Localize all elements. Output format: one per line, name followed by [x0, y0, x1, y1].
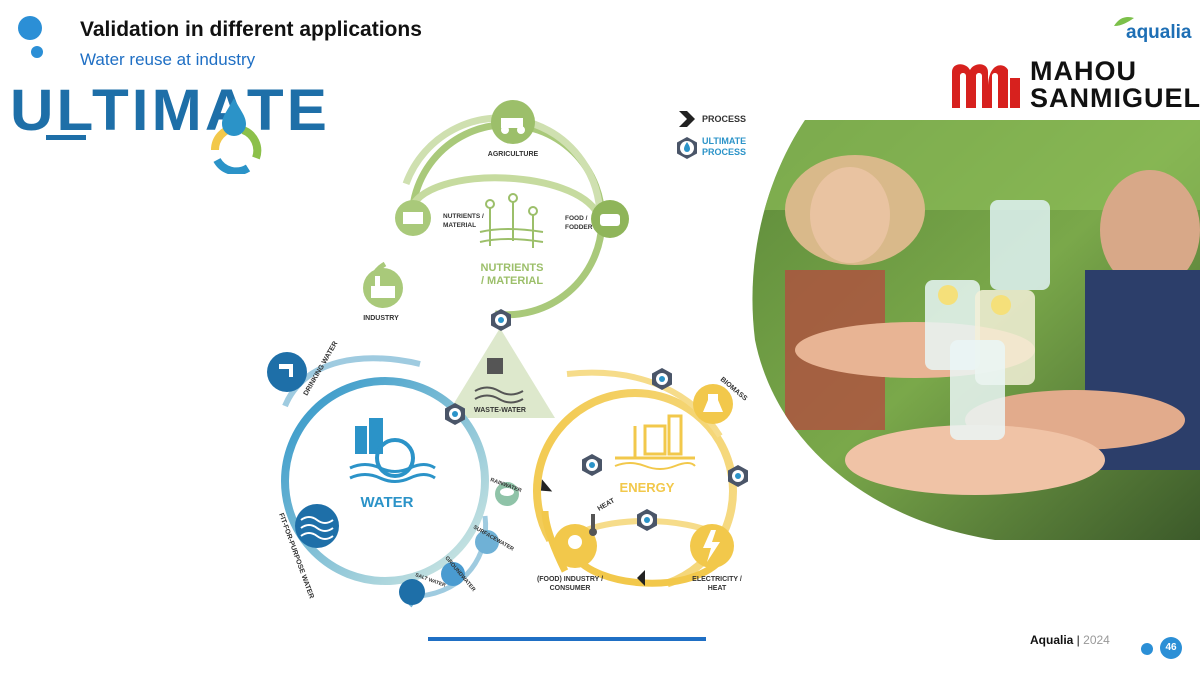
thermometer-icon [591, 514, 595, 530]
waste-water-node: WASTE-WATER [445, 328, 555, 418]
ultimate-process-icon [728, 465, 748, 487]
label-waste-water: WASTE-WATER [474, 407, 526, 414]
footer-separator: | [1073, 633, 1084, 647]
page-indicator: 46 [1140, 634, 1190, 664]
ultimate-logo-text: ULTIMATE [10, 84, 330, 143]
mahou-logo-line2: SANMIGUEL [1030, 83, 1200, 113]
legend: PROCESS ULTIMATE PROCESS [675, 108, 795, 168]
label-food-fodder-2: FODDER [565, 224, 593, 231]
ultimate-logo: ULTIMATE [10, 84, 330, 174]
mahou-sanmiguel-logo: MAHOU SANMIGUEL [948, 56, 1200, 114]
ultimate-process-icon [637, 509, 657, 531]
label-food-fodder-1: FOOD / [565, 215, 588, 222]
label-electricity-heat-2: HEAT [708, 585, 727, 592]
leaf-icon [1114, 16, 1134, 26]
ultimate-process-markers [445, 309, 748, 531]
energy-cycle: BIOMASS ENERGY ELECTRICITY / HEAT (FOOD)… [533, 369, 748, 593]
label-nutrients-small-1: NUTRIENTS / [443, 213, 484, 220]
label-nutrients-center-1: NUTRIENTS [481, 262, 544, 274]
footer-year: 2024 [1083, 633, 1110, 647]
label-nutrients-small-2: MATERIAL [443, 222, 476, 229]
slide-progress-bar [428, 637, 706, 641]
ultimate-process-icon [582, 454, 602, 476]
label-industry: INDUSTRY [363, 315, 399, 322]
aqualia-logo-text: aqualia [1126, 22, 1192, 43]
legend-process-label: PROCESS [702, 114, 747, 124]
nutrients-cycle: AGRICULTURE NUTRIENTS / MATERIAL FOOD / … [363, 100, 629, 322]
water-buildings-icon [349, 418, 436, 483]
label-drinking-water: DRINKING WATER [303, 340, 340, 397]
label-food-industry-2: CONSUMER [550, 585, 591, 592]
aqualia-logo: aqualia [1108, 14, 1192, 44]
label-nutrients-center-2: / MATERIAL [481, 275, 543, 287]
label-water: WATER [360, 494, 413, 511]
page-title: Validation in different applications [80, 18, 422, 41]
footer-brand: Aqualia [1030, 633, 1074, 647]
ultimate-process-icon [677, 137, 697, 159]
ultimate-process-icon [491, 309, 511, 331]
cycle-arrows-icon [210, 98, 262, 174]
droplet-icon [222, 98, 246, 136]
salt-water-icon [399, 579, 425, 605]
waves-icon [295, 504, 339, 548]
label-electricity-heat-1: ELECTRICITY / [692, 576, 742, 583]
page-number: 46 [1160, 637, 1182, 659]
surfacewater-icon [475, 530, 499, 554]
arrow-icon [540, 479, 553, 492]
plant-growth-icon [479, 193, 544, 248]
faucet-icon [267, 352, 307, 392]
mahou-logo-line1: MAHOU [1030, 56, 1137, 86]
label-agriculture: AGRICULTURE [488, 151, 539, 158]
arrow-icon [637, 570, 645, 586]
circular-economy-diagram: AGRICULTURE NUTRIENTS / MATERIAL FOOD / … [267, 100, 748, 608]
label-food-industry-1: (FOOD) INDUSTRY / [537, 576, 603, 583]
chevron-right-icon [679, 111, 695, 127]
groundwater-icon [441, 562, 465, 586]
mahou-m-icon [952, 64, 1020, 108]
energy-buildings-icon [614, 414, 696, 470]
label-heat: HEAT [597, 497, 617, 513]
ultimate-process-icon [652, 368, 672, 390]
legend-ultimate-label-1: ULTIMATE [702, 136, 747, 146]
corner-dots-icon [18, 16, 43, 58]
dot-icon [1141, 643, 1153, 655]
page-subtitle: Water reuse at industry [80, 50, 256, 69]
label-energy: ENERGY [620, 480, 675, 495]
legend-ultimate-label-2: PROCESS [702, 147, 747, 157]
ultimate-process-icon [445, 403, 465, 425]
footer: Aqualia | 2024 [1030, 633, 1110, 647]
toasting-glasses-photo [752, 120, 1200, 540]
